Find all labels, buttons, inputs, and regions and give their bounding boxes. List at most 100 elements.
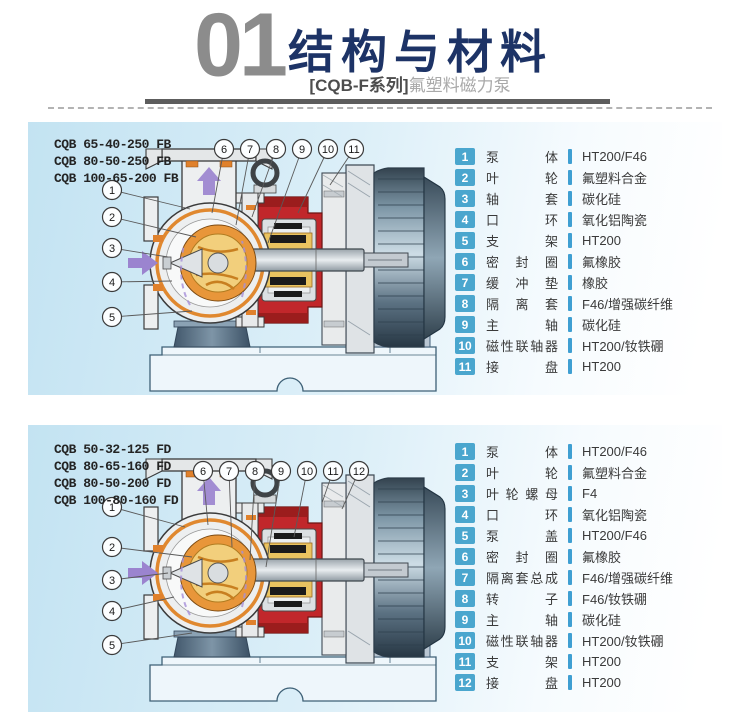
callout-leader-line (293, 470, 308, 538)
part-material: 氟塑料合金 (582, 171, 648, 186)
part-number-badge: 4 (455, 506, 475, 523)
callout-number: 6 (200, 466, 206, 478)
callout-circle (101, 496, 123, 518)
part-number-badge: 1 (455, 443, 475, 460)
callout-leader-line (211, 148, 225, 214)
part-name: 口环 (486, 508, 558, 523)
part-material: HT200 (582, 654, 622, 669)
callout-number: 2 (109, 212, 115, 224)
part-name: 叶轮 (486, 171, 558, 186)
part-name: 缓冲垫 (486, 276, 558, 291)
part-name: 隔离套总成 (486, 571, 558, 586)
callout-number: 1 (109, 502, 115, 514)
column-separator (568, 338, 572, 353)
part-row: 1 泵体 HT200/F46 (455, 441, 714, 462)
part-number-badge: 5 (455, 527, 475, 544)
column-separator (568, 170, 572, 185)
dashed-divider (48, 107, 712, 109)
callout-number: 11 (348, 144, 359, 156)
callout-leader-line (267, 148, 303, 244)
column-separator (568, 549, 572, 564)
callout-leader-line (235, 148, 251, 226)
callout-circle (101, 569, 123, 591)
column-separator (568, 612, 572, 627)
callout-circle (343, 138, 365, 160)
callout-circle (296, 460, 318, 482)
part-number-badge: 9 (455, 316, 475, 333)
column-separator (568, 254, 572, 269)
column-separator (568, 359, 572, 374)
callout-leader-line (111, 546, 193, 558)
callout-number: 4 (109, 277, 115, 289)
part-name: 主轴 (486, 613, 558, 628)
column-separator (568, 570, 572, 585)
callout-number: 7 (247, 144, 253, 156)
callout-leader-line (111, 632, 193, 646)
part-material: HT200/F46 (582, 444, 648, 459)
page-subtitle: [CQB-F系列]氟塑料磁力泵 (250, 71, 570, 96)
part-material: 氟橡胶 (582, 255, 622, 270)
part-name: 轴套 (486, 192, 558, 207)
part-number-badge: 3 (455, 190, 475, 207)
callout-circle (101, 600, 123, 622)
part-material: HT200 (582, 675, 622, 690)
part-name: 密封圈 (486, 255, 558, 270)
part-material: HT200/F46 (582, 149, 648, 164)
callout-leader-line (297, 148, 329, 214)
part-material: 氧化铝陶瓷 (582, 213, 648, 228)
part-row: 9 主轴 碳化硅 (455, 314, 714, 335)
callout-leader-line (111, 216, 197, 238)
part-number-badge: 11 (455, 653, 475, 670)
callout-circle (101, 271, 123, 293)
model-label: CQB 80-50-250 FB (54, 154, 171, 169)
callout-number: 1 (109, 185, 115, 197)
part-material: 碳化硅 (582, 192, 622, 207)
part-number-badge: 2 (455, 464, 475, 481)
part-material: 氟橡胶 (582, 550, 622, 565)
callout-circle (291, 138, 313, 160)
part-name: 磁性联轴器 (486, 339, 558, 354)
part-material: HT200 (582, 359, 622, 374)
callout-number: 9 (278, 466, 284, 478)
callout-leader-line (249, 470, 256, 561)
model-label: CQB 100-65-200 FB (54, 171, 179, 186)
part-number-badge: 7 (455, 569, 475, 586)
column-separator (568, 275, 572, 290)
part-number-badge: 3 (455, 485, 475, 502)
callout-circle (265, 138, 287, 160)
part-number-badge: 4 (455, 211, 475, 228)
callout-number: 10 (301, 466, 313, 478)
callout-leader-line (251, 148, 277, 218)
callout-leader-line (265, 470, 282, 568)
part-name: 主轴 (486, 318, 558, 333)
section-number: 01 (194, 0, 288, 95)
column-separator (568, 444, 572, 459)
column-separator (568, 296, 572, 311)
callout-number: 3 (109, 575, 115, 587)
part-number-badge: 6 (455, 253, 475, 270)
part-name: 泵体 (486, 445, 558, 460)
part-number-badge: 11 (455, 358, 475, 375)
part-material: 碳化硅 (582, 318, 622, 333)
part-material: F46/钕铁硼 (582, 592, 648, 607)
part-number-badge: 9 (455, 611, 475, 628)
column-separator (568, 149, 572, 164)
callout-number: 2 (109, 542, 115, 554)
callout-circle (101, 237, 123, 259)
column-separator (568, 465, 572, 480)
model-label: CQB 80-65-160 FD (54, 459, 171, 474)
